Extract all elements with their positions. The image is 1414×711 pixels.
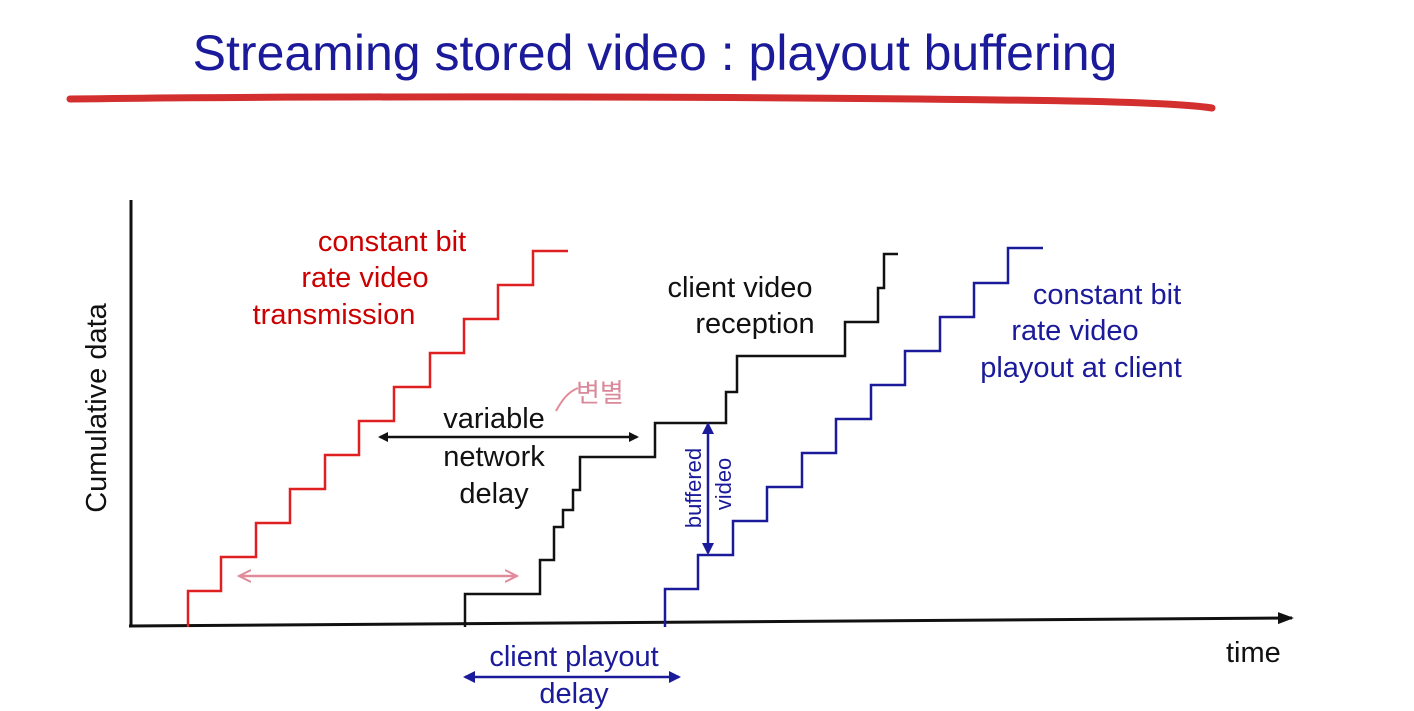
network-delay-label-line-2: network — [443, 441, 545, 473]
buffered-video-label-line-1: buffered — [681, 448, 706, 528]
playout-delay-label-line-1: client playout — [489, 641, 658, 673]
transmission-curve — [186, 249, 568, 627]
y-axis-label: Cumulative data — [81, 302, 113, 512]
slide-title: Streaming stored video : playout bufferi… — [192, 25, 1118, 81]
handwritten-note-stroke — [555, 387, 579, 412]
transmission-label-line-2: rate video — [301, 262, 428, 294]
playout-label-line-1: constant bit — [1033, 279, 1181, 311]
buffered-video-label-line-2: video — [711, 458, 736, 511]
reception-curve — [463, 252, 898, 627]
playout-curve — [663, 246, 1043, 627]
x-axis — [128, 612, 1294, 628]
playout-label-line-2: rate video — [1011, 315, 1138, 347]
network-delay-label-line-1: variable — [443, 403, 545, 435]
playout-label-line-3: playout at client — [980, 352, 1182, 384]
network-delay-label-line-3: delay — [459, 478, 529, 510]
x-axis-label: time — [1226, 637, 1281, 669]
transmission-label-line-3: transmission — [253, 299, 416, 331]
handwritten-note: 변별 — [576, 379, 624, 409]
transmission-label-line-1: constant bit — [318, 226, 466, 258]
reception-label-line-1: client video — [667, 272, 812, 304]
playout-delay-label-line-2: delay — [539, 678, 609, 710]
reception-label-line-2: reception — [695, 308, 814, 340]
title-underline — [66, 93, 1216, 112]
